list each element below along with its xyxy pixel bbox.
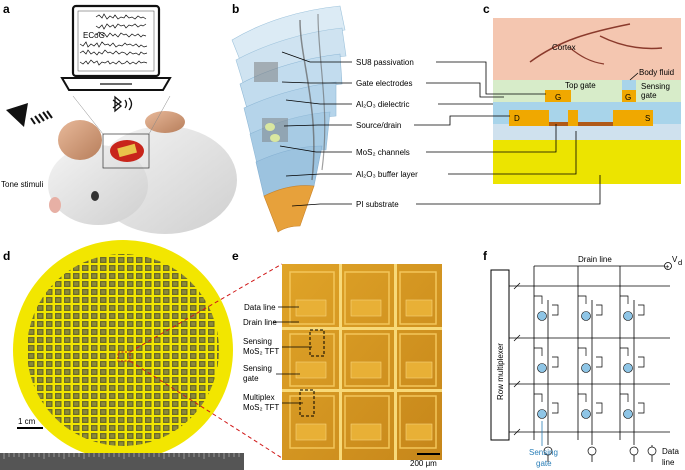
panel-e: e Data line Drain line Sensing MoS₂ TFT …	[232, 249, 442, 468]
layer-label-2: Gate electrodes	[356, 79, 412, 88]
source-label: S	[645, 114, 650, 123]
speaker-icon	[6, 103, 53, 127]
gate-label-1: G	[555, 93, 561, 102]
e-sensing-tft-label-1: Sensing	[243, 337, 272, 346]
layer-label-7: PI substrate	[356, 200, 399, 209]
panel-label-f: f	[483, 249, 488, 263]
tone-stimuli-label: Tone stimuli	[1, 180, 43, 189]
ear-right	[145, 111, 185, 133]
e-sensing-gate-label-2: gate	[243, 374, 259, 383]
pixel-cells	[534, 295, 645, 419]
source-contact	[613, 110, 653, 126]
drain-label: D	[514, 114, 520, 123]
ammeters	[543, 445, 657, 462]
layer-label-5: MoS₂ channels	[356, 148, 410, 157]
e-drain-line-label: Drain line	[243, 318, 277, 327]
f-sensing-gate-label-1: Sensing	[529, 448, 558, 457]
vd-label: V	[672, 255, 678, 264]
bluetooth-icon	[112, 95, 133, 113]
body-fluid-label: Body fluid	[639, 68, 674, 77]
panel-label-c: c	[483, 2, 490, 16]
row-switches	[513, 282, 521, 436]
e-multiplex-tft-label-1: Multiplex	[243, 393, 275, 402]
e-sensing-gate-label-1: Sensing	[243, 364, 272, 373]
panel-label-b: b	[232, 2, 239, 16]
layer-label-4: Source/drain	[356, 121, 401, 130]
e-multiplex-tft-label-2: MoS₂ TFT	[243, 403, 279, 412]
panel-d: d 1 cm	[0, 240, 244, 470]
column-lines	[533, 266, 635, 445]
sensing-tft-box	[309, 329, 325, 357]
panel-label-e: e	[232, 249, 239, 263]
laptop-icon: ECoG	[60, 4, 172, 91]
panel-c: c Cortex G G D S Top gate Body fluid Sen…	[414, 2, 681, 205]
substrate-layer	[493, 140, 681, 184]
vd-sub-label: d	[678, 258, 682, 267]
vd-source-sign: +	[665, 262, 670, 271]
top-gate-contact	[545, 90, 571, 102]
e-data-line-label: Data line	[244, 303, 276, 312]
ecog-traces	[79, 13, 148, 66]
e-sensing-tft-label-2: MoS₂ TFT	[243, 347, 279, 356]
f-data-line-label-2: line	[662, 458, 675, 467]
ear-left	[58, 120, 102, 160]
sensing-gate-label-2: gate	[641, 91, 657, 100]
row-multiplexer-label: Row multiplexer	[496, 343, 505, 400]
layer-leaders	[279, 51, 352, 207]
layer-stack	[231, 5, 347, 233]
fluid-contact	[622, 80, 636, 90]
drain-contact	[509, 110, 549, 126]
mos2-channel	[549, 122, 613, 126]
row-lines	[509, 285, 670, 433]
buffer-layer	[493, 124, 681, 140]
wafer-chip-array	[26, 253, 220, 447]
cortex-label: Cortex	[552, 43, 576, 52]
scale-label-e: 200 μm	[410, 459, 437, 468]
zoom-connectors	[129, 263, 283, 459]
panel-label-a: a	[3, 2, 10, 16]
sensing-gate-contact	[622, 90, 636, 102]
micrograph-lines	[282, 264, 442, 460]
gate-label-2: G	[625, 93, 631, 102]
ruler	[0, 453, 244, 470]
f-data-line-label-1: Data	[662, 447, 679, 456]
micrograph-cells	[289, 271, 437, 449]
layer-label-6: Al₂O₃ buffer layer	[356, 170, 418, 179]
mouse-illustration	[48, 95, 237, 234]
ecog-label: ECoG	[83, 31, 105, 40]
top-gate-label: Top gate	[565, 81, 596, 90]
row-multiplexer	[490, 269, 510, 441]
drain-line-label: Drain line	[578, 255, 612, 264]
panel-f: f Row multiplexer Drain line + V d	[483, 249, 682, 468]
panel-b: b SU8 passivation	[231, 2, 418, 233]
micrograph-pads	[295, 299, 433, 441]
panel-label-d: d	[3, 249, 10, 263]
f-sensing-gate-label-2: gate	[536, 459, 552, 468]
scale-label-d: 1 cm	[18, 417, 36, 426]
sensing-gate-label-1: Sensing	[641, 82, 670, 91]
panel-a: a ECoG	[1, 2, 237, 234]
layer-label-1: SU8 passivation	[356, 58, 414, 67]
layer-label-3: Al₂O₃ dielectric	[356, 100, 410, 109]
ruler-ticks	[3, 453, 240, 459]
